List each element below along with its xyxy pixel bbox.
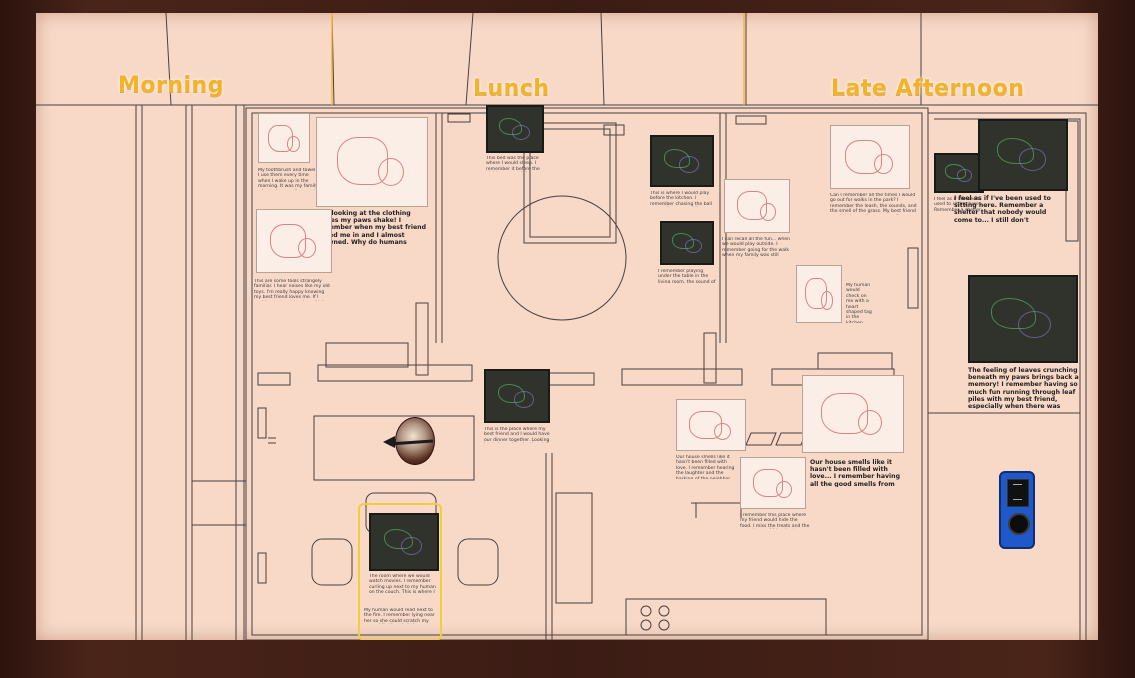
afternoon-caption-3: Our house smells like it hasn't been fil… xyxy=(676,455,735,479)
morning-sketch-main[interactable] xyxy=(316,117,428,207)
afternoon-sketch-3[interactable] xyxy=(676,399,746,451)
floor-plan-board: Morning Lunch Late Afternoon My toothbru… xyxy=(36,13,1098,640)
afternoon-caption-leaves: The feeling of leaves crunching beneath … xyxy=(968,367,1079,409)
lunch-photo-bed[interactable] xyxy=(486,105,544,153)
morning-caption-main: Just looking at the clothing makes my pa… xyxy=(316,210,426,246)
music-player-screen xyxy=(1007,479,1029,507)
morning-sketch-small-2[interactable] xyxy=(256,209,332,273)
afternoon-sketch-dog[interactable] xyxy=(802,375,904,453)
music-player-icon[interactable] xyxy=(999,471,1035,549)
compass-dial xyxy=(395,417,435,465)
afternoon-caption-top-right: I feel as if I've been used to sitting h… xyxy=(954,195,1051,223)
morning-caption-small-2: This are some tools strangely familiar. … xyxy=(254,279,330,301)
lunch-caption-2: This is where I would play before the ki… xyxy=(650,191,712,207)
afternoon-photo-leaves[interactable] xyxy=(968,275,1078,363)
afternoon-sketch-4[interactable] xyxy=(740,457,806,509)
lunch-caption-dining: The room where we would watch movies. I … xyxy=(369,574,436,594)
lunch-photo-dining[interactable] xyxy=(369,513,439,571)
lunch-caption-3: I remember playing under the table in th… xyxy=(658,269,716,283)
compass-needle-tip xyxy=(383,436,395,448)
music-player-wheel[interactable] xyxy=(1008,513,1030,535)
afternoon-sketch-2[interactable] xyxy=(796,265,842,323)
morning-caption-small-1: My toothbrush and towel! I use them ever… xyxy=(258,168,318,190)
compass-icon[interactable] xyxy=(383,417,439,467)
afternoon-caption-small-photo: I feel as if I've been used to sitting h… xyxy=(934,197,981,211)
afternoon-caption-1: Can I remember all the times I would go … xyxy=(830,193,917,215)
section-title-morning: Morning xyxy=(118,73,224,98)
floor-plan-drawing xyxy=(36,13,1098,640)
selected-card-highlight[interactable] xyxy=(358,503,442,640)
afternoon-caption-4: Our house smells like it hasn't been fil… xyxy=(810,459,900,487)
afternoon-photo-top-right[interactable] xyxy=(978,119,1068,191)
afternoon-sketch-robot[interactable] xyxy=(724,179,790,233)
lunch-caption-living: This is the place where my best friend a… xyxy=(484,427,550,443)
morning-sketch-small-1[interactable] xyxy=(258,113,310,163)
section-title-lunch: Lunch xyxy=(473,76,550,101)
afternoon-caption-2: My human would check on me with a heart … xyxy=(846,283,872,323)
afternoon-sketch-1[interactable] xyxy=(830,125,910,189)
lunch-photo-3[interactable] xyxy=(660,221,714,265)
lunch-photo-2[interactable] xyxy=(650,135,714,187)
lunch-photo-living[interactable] xyxy=(484,369,550,423)
lunch-caption-fire: My human would read next to the fire. I … xyxy=(364,608,435,624)
afternoon-caption-5: I remember this place where my friend wo… xyxy=(740,513,810,529)
afternoon-photo-small[interactable] xyxy=(934,153,984,193)
section-title-late-afternoon: Late Afternoon xyxy=(831,76,1025,101)
afternoon-caption-robot: I can recall all the fun... when we woul… xyxy=(722,237,791,259)
lunch-caption-bed: This bed was the place where I would sle… xyxy=(486,156,540,172)
